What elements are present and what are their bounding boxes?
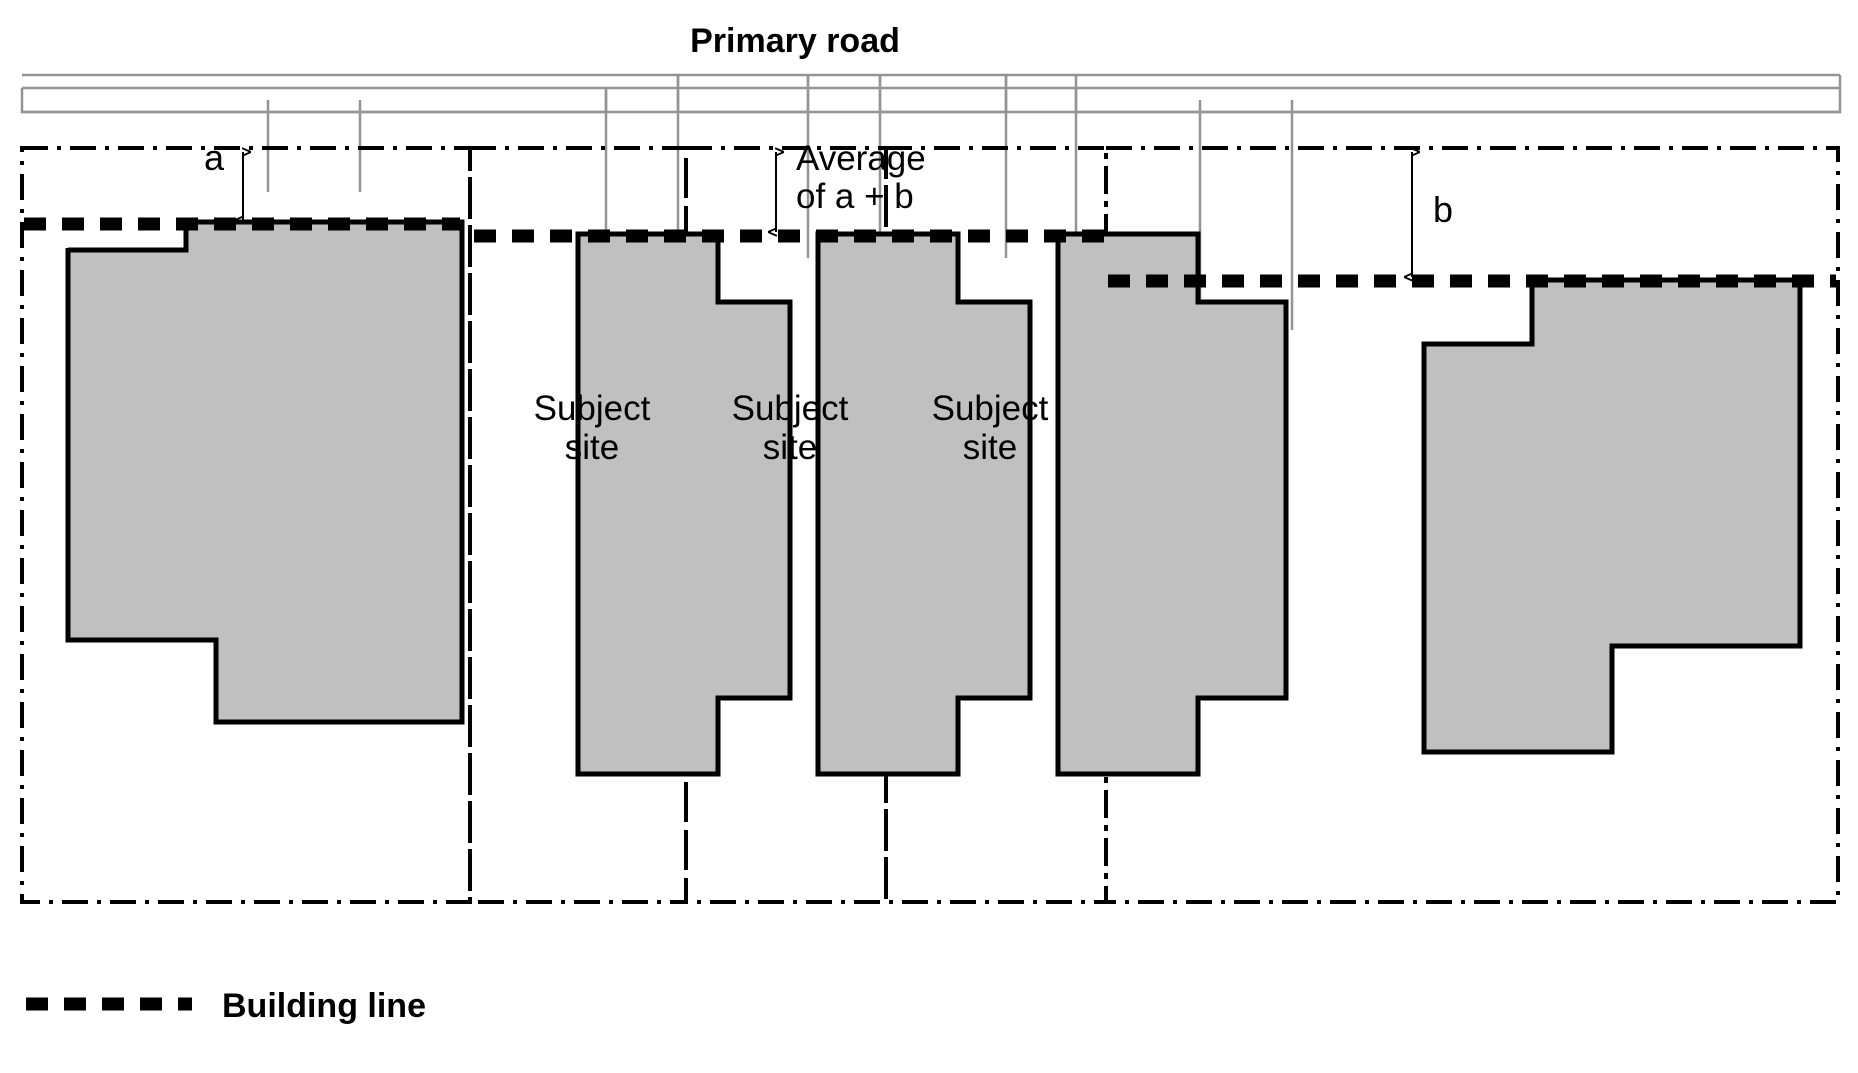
subject-site-label-1-line1: Subject (534, 389, 651, 428)
building-right-neighbour (1421, 277, 1803, 755)
buildings (65, 219, 1803, 777)
dimension-average: Average of a + b (776, 139, 926, 232)
dimension-a-label: a (204, 137, 225, 178)
subject-site-label-2-line2: site (763, 428, 817, 467)
subject-site-labels: Subject site Subject site Subject site (534, 389, 1049, 467)
subject-site-label-3-line2: site (963, 428, 1017, 467)
legend-label-building-line: Building line (222, 987, 426, 1025)
dimension-b: b (1412, 152, 1453, 277)
legend: Building line (26, 987, 426, 1025)
building-subject-site-3 (1055, 231, 1289, 777)
dimension-b-label: b (1433, 189, 1453, 230)
subject-site-label-1-line2: site (565, 428, 619, 467)
page-title: Primary road (690, 22, 900, 60)
building-left-neighbour (65, 219, 465, 725)
building-subject-site-1 (575, 231, 793, 777)
dimension-average-label-line2: of a + b (796, 177, 914, 216)
building-subject-site-2 (815, 231, 1033, 777)
subject-site-label-3-line1: Subject (932, 389, 1049, 428)
dimension-average-label-line1: Average (796, 139, 926, 178)
lot-boundary-left-neighbour (20, 146, 472, 904)
subject-site-label-2-line1: Subject (732, 389, 849, 428)
building-lines (24, 217, 1836, 288)
dimension-a: a (204, 137, 243, 220)
